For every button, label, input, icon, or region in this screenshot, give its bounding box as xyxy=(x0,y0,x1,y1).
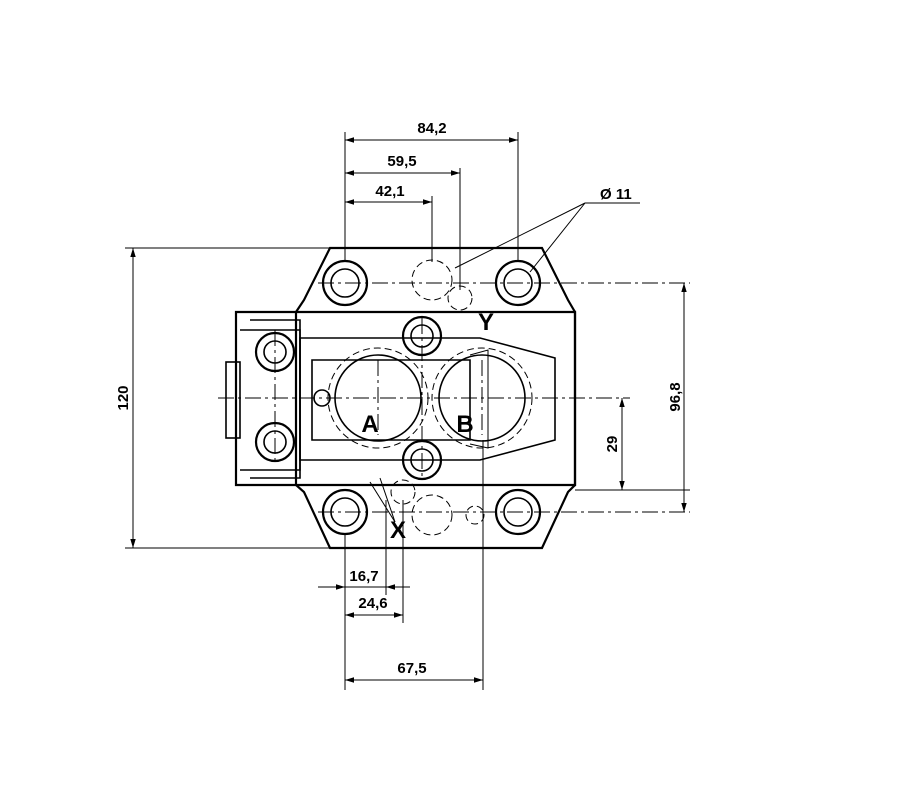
port-label-b: B xyxy=(456,411,473,438)
dim-59-5: 59,5 xyxy=(387,153,416,170)
extension-lines xyxy=(125,132,690,690)
dim-120: 120 xyxy=(115,385,132,410)
center-lines xyxy=(218,282,690,513)
dim-96-8: 96,8 xyxy=(667,382,684,411)
port-leader-lines xyxy=(369,477,396,523)
port-label-y: Y xyxy=(478,309,494,336)
dim-16-7: 16,7 xyxy=(349,568,378,585)
dim-hole-diameter: Ø 11 xyxy=(600,186,632,203)
port-label-x: X xyxy=(390,517,406,544)
dim-24-6: 24,6 xyxy=(358,595,387,612)
port-y-dashed xyxy=(411,259,473,311)
dim-84-2: 84,2 xyxy=(417,120,446,137)
dim-67-5: 67,5 xyxy=(397,660,426,677)
hole-leader-lines xyxy=(454,202,640,273)
dimension-lines xyxy=(130,137,687,683)
dim-42-1: 42,1 xyxy=(375,183,404,200)
dim-29: 29 xyxy=(604,436,621,453)
port-x-dashed xyxy=(390,479,485,536)
port-label-a: A xyxy=(361,411,378,438)
